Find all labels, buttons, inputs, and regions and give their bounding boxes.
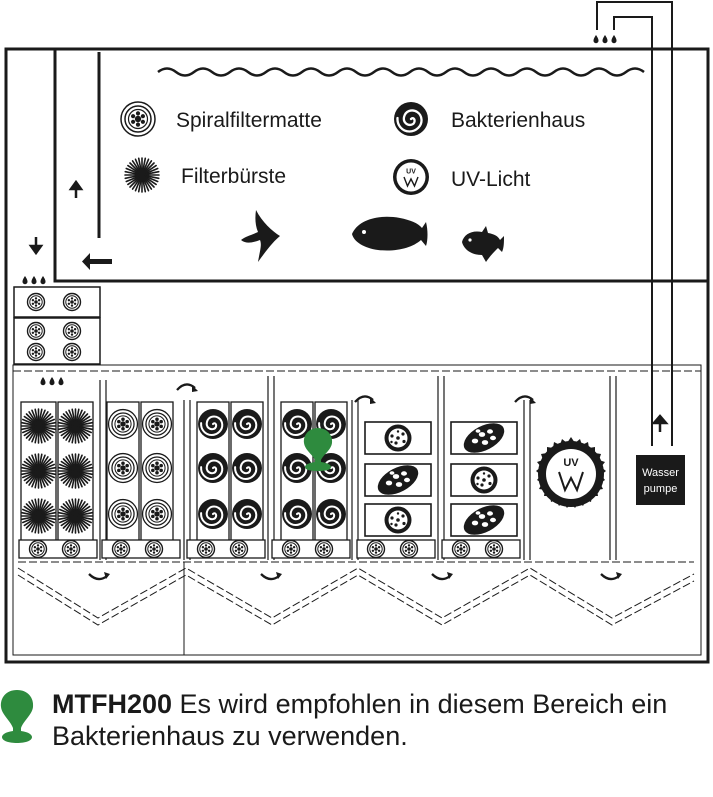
legend-uv-light: UV-Licht [451,168,531,191]
spiral-filter-mat-icon [121,102,155,136]
sponge-icon [28,344,45,361]
arrow-up-icon [71,182,81,198]
legend-spiral-filter-mat: Spiralfiltermatte [176,109,322,132]
svg-text:pumpe: pumpe [644,483,678,495]
sump-bottom-slopes [18,562,694,625]
flow-arrow-icon [261,572,282,579]
chamber-filter-brushes [21,402,93,542]
sponge-tray [442,540,520,558]
sponge-tray [272,540,350,558]
uv-lamp-icon: UV [536,437,606,508]
sponge-tray [357,540,435,558]
water-surface [158,69,644,76]
tank-frame [6,49,708,662]
sponge-icon [64,323,81,340]
svg-text:UV: UV [406,169,416,176]
legend-bacteria-house: Bakterienhaus [451,109,585,132]
uv-light-icon: UV [393,159,429,195]
flow-arrow-icon [601,572,622,579]
sponge-icon [28,294,45,311]
filter-brush-icon [125,158,159,192]
flow-arrow-icon [515,396,536,404]
return-pipe-inner [614,17,652,446]
chamber-recommended-bacteria-house [281,402,347,542]
location-marker-icon [0,688,34,746]
water-drops-icon [594,35,617,43]
aquarium-filter-diagram: UV Spiralfiltermatte Bakterienhaus Filte… [0,0,713,680]
sponge-icon [64,344,81,361]
legend-filter-brush: Filterbürste [181,165,286,188]
location-marker-icon [304,428,332,471]
product-code: MTFH200 [52,689,172,719]
angelfish-icon [241,210,280,262]
water-pump: Wasser pumpe [636,455,685,505]
media-tray [14,318,100,364]
svg-text:Wasser: Wasser [642,467,679,479]
arrow-left-icon [82,253,112,270]
water-drops-icon [41,377,64,385]
sponge-tray [102,540,180,558]
flow-arrow-icon [432,572,453,579]
sponge-tray [187,540,265,558]
goldfish-icon [462,226,504,262]
arrow-up-icon [654,416,666,432]
chamber-ceramic-media [451,417,517,541]
sponge-tray [19,540,97,558]
flow-arrow-icon [89,572,110,579]
recommendation-note: MTFH200 Es wird empfohlen in diesem Bere… [52,688,702,752]
chamber-bio-media [365,422,431,536]
flow-arrow-icon [177,384,198,392]
bacteria-house-icon [394,102,428,136]
chamber-bacteria-houses [197,402,263,542]
chamber-spiral-mats [107,402,173,542]
sponge-icon [28,323,45,340]
arrow-down-icon [31,237,41,253]
discus-fish-icon [352,217,428,251]
sponge-icon [64,294,81,311]
water-drops-icon [23,276,46,284]
svg-text:UV: UV [563,457,579,469]
